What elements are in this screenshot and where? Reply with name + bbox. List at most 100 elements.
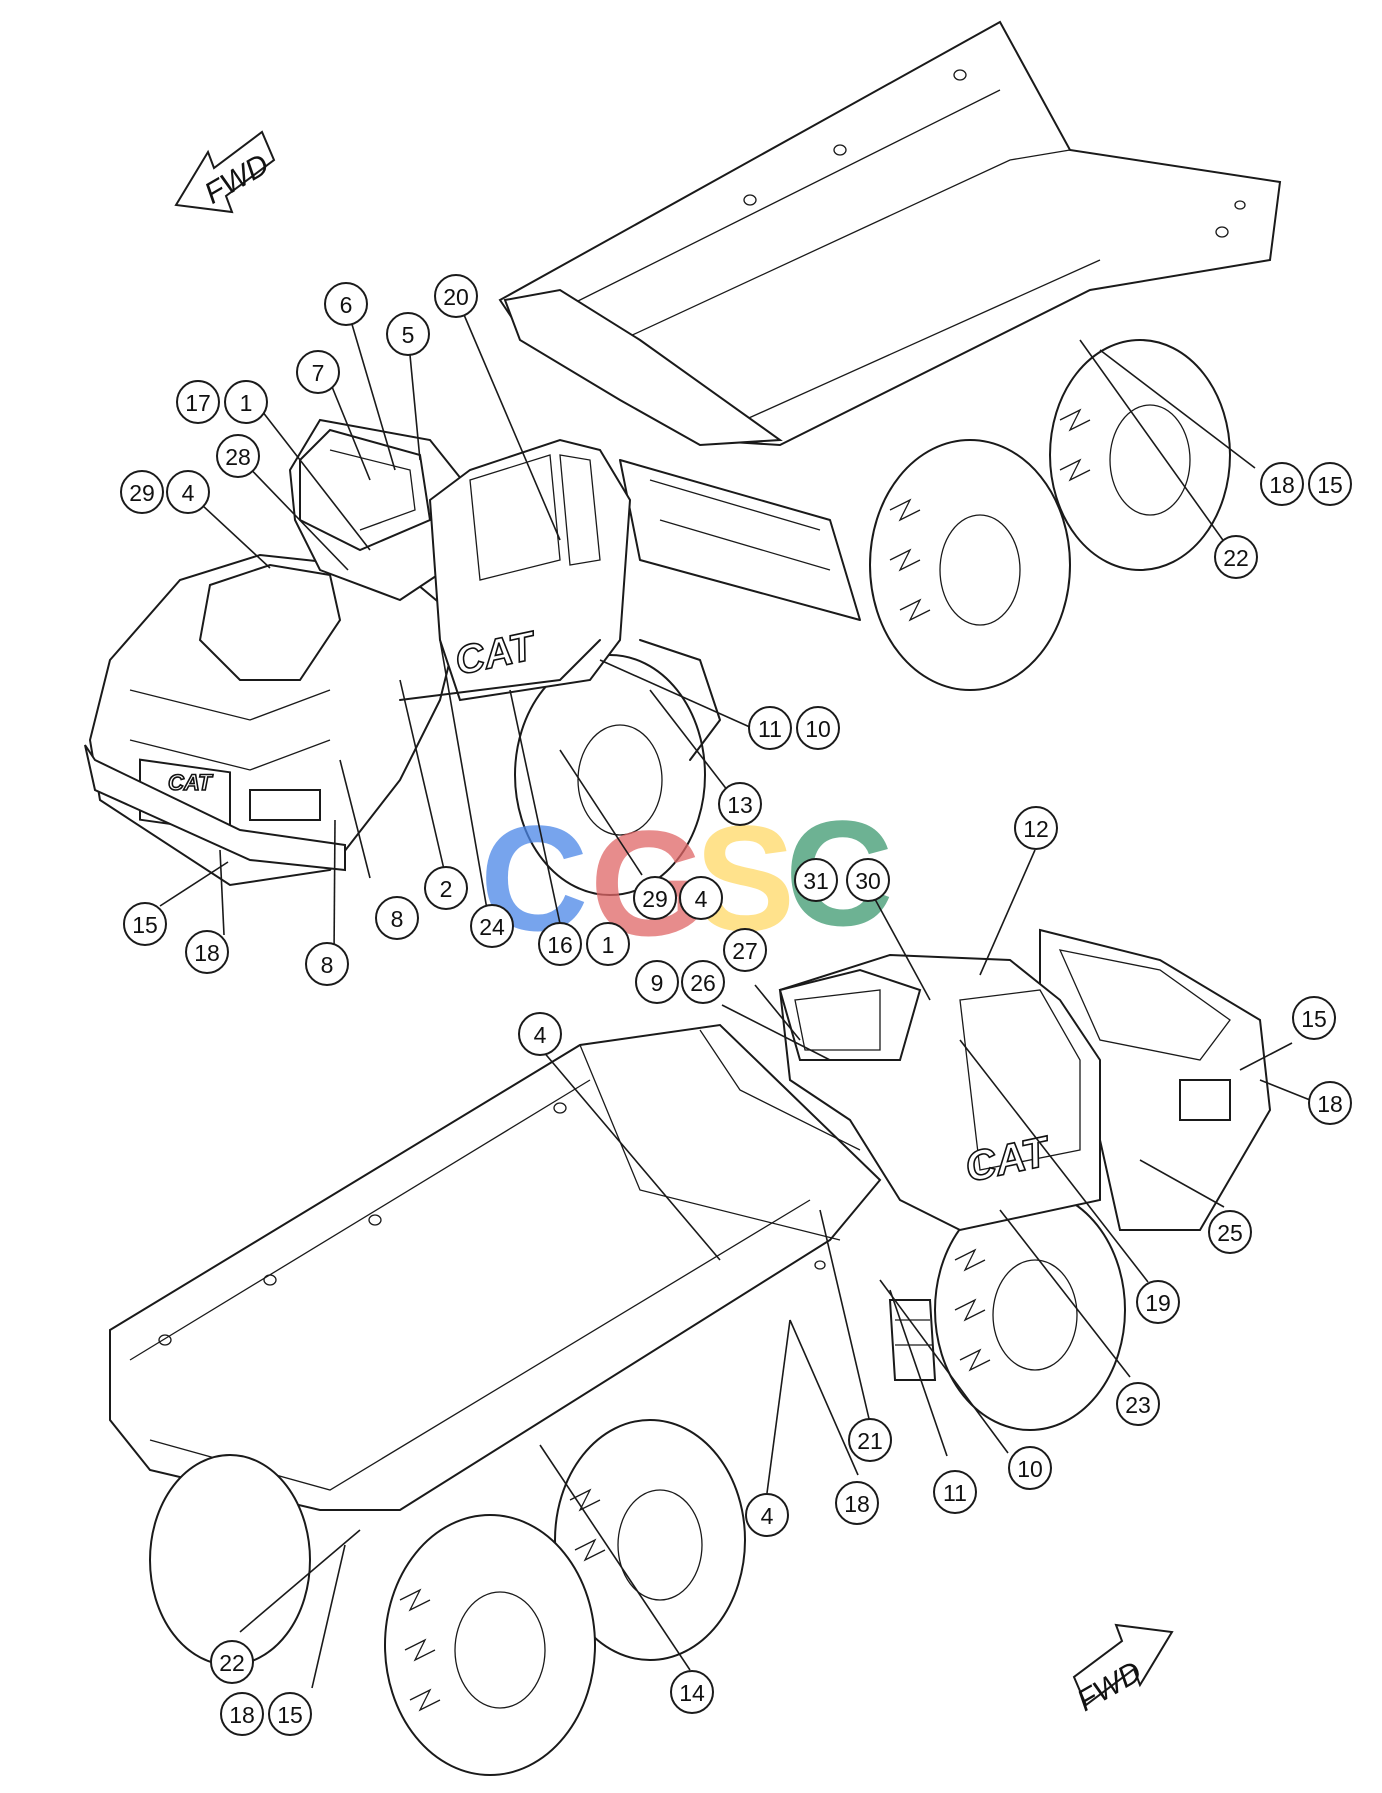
callout-c41: 18 — [835, 1481, 879, 1525]
callout-circle — [470, 904, 514, 948]
callout-c43: 22 — [210, 1640, 254, 1684]
callout-number: 1 — [602, 932, 615, 958]
callout-number: 10 — [805, 716, 831, 742]
callout-c23: 24 — [470, 904, 514, 948]
callout-circle — [718, 782, 762, 826]
callout-number: 22 — [219, 1650, 245, 1676]
callout-circle — [681, 960, 725, 1004]
leader-lines — [159, 295, 1311, 1689]
callout-number: 13 — [727, 792, 753, 818]
callout-number: 26 — [690, 970, 716, 996]
callout-circle — [375, 896, 419, 940]
callout-circle — [386, 312, 430, 356]
truck-top-grille-logo: CAT — [167, 769, 214, 796]
callout-c45: 15 — [268, 1692, 312, 1736]
callout-circle — [1136, 1280, 1180, 1324]
svg-text:CAT: CAT — [168, 770, 213, 795]
callout-number: 5 — [402, 322, 415, 348]
callout-circle — [1260, 462, 1304, 506]
callout-number: 4 — [761, 1503, 774, 1529]
callout-number: 4 — [534, 1022, 547, 1048]
callout-number: 14 — [679, 1680, 705, 1706]
callout-circle — [1308, 462, 1352, 506]
callout-c32: 15 — [1292, 996, 1336, 1040]
callout-c14: 10 — [796, 706, 840, 750]
truck-bottom: CAT — [109, 928, 1272, 1776]
callout-circle — [1008, 1446, 1052, 1490]
callout-c8: 29 — [120, 470, 164, 514]
callout-c34: 4 — [518, 1012, 562, 1056]
callout-c9: 4 — [166, 470, 210, 514]
callout-circle — [635, 960, 679, 1004]
callout-c33: 18 — [1308, 1081, 1352, 1125]
callout-number: 20 — [443, 284, 469, 310]
callout-number: 15 — [1317, 472, 1343, 498]
callout-number: 7 — [312, 360, 325, 386]
callout-c3: 5 — [386, 312, 430, 356]
truck-top-rear-wheel-1 — [1049, 339, 1231, 571]
callout-c42: 4 — [745, 1493, 789, 1537]
callout-circle — [123, 902, 167, 946]
callout-number: 21 — [857, 1428, 883, 1454]
callout-number: 8 — [321, 952, 334, 978]
callout-c40: 11 — [933, 1470, 977, 1514]
callout-circle — [224, 380, 268, 424]
callout-c2: 20 — [434, 274, 478, 318]
callout-circle — [679, 876, 723, 920]
callout-circle — [216, 434, 260, 478]
callout-c25: 1 — [586, 922, 630, 966]
callout-number: 29 — [129, 480, 155, 506]
callout-number: 6 — [340, 292, 353, 318]
callout-number: 18 — [194, 940, 220, 966]
callout-circle — [538, 922, 582, 966]
callout-circle — [745, 1493, 789, 1537]
callout-circle — [796, 706, 840, 750]
callout-number: 18 — [229, 1702, 255, 1728]
callout-number: 9 — [651, 970, 664, 996]
callout-circle — [210, 1640, 254, 1684]
callout-number: 22 — [1223, 545, 1249, 571]
callout-c16: 12 — [1014, 806, 1058, 850]
callout-number: 12 — [1023, 816, 1049, 842]
callout-c13: 11 — [748, 706, 792, 750]
callout-c1: 6 — [324, 282, 368, 326]
callout-circle — [1014, 806, 1058, 850]
callout-number: 17 — [185, 390, 211, 416]
callout-number: 4 — [695, 886, 708, 912]
callout-number: 16 — [547, 932, 573, 958]
callout-c39: 10 — [1008, 1446, 1052, 1490]
callout-circle — [633, 876, 677, 920]
callout-number: 10 — [1017, 1456, 1043, 1482]
callout-circle — [305, 942, 349, 986]
callout-circle — [1116, 1382, 1160, 1426]
callout-c27: 18 — [185, 930, 229, 974]
callout-number: 4 — [182, 480, 195, 506]
callout-c36: 19 — [1136, 1280, 1180, 1324]
callout-c15: 13 — [718, 782, 762, 826]
callout-circle — [723, 928, 767, 972]
callout-c30: 9 — [635, 960, 679, 1004]
callout-circle — [1214, 535, 1258, 579]
callout-c18: 30 — [846, 858, 890, 902]
callout-number: 15 — [277, 1702, 303, 1728]
callout-c26: 15 — [123, 902, 167, 946]
callout-c24: 16 — [538, 922, 582, 966]
callout-circle — [220, 1692, 264, 1736]
callout-c46: 14 — [670, 1670, 714, 1714]
callout-circle — [518, 1012, 562, 1056]
callout-c10: 18 — [1260, 462, 1304, 506]
callout-number: 25 — [1217, 1220, 1243, 1246]
callout-number: 2 — [440, 876, 453, 902]
callout-number: 18 — [844, 1491, 870, 1517]
callout-c31: 26 — [681, 960, 725, 1004]
fwd-arrow-bottom: FWD — [1072, 1623, 1174, 1718]
callout-circle — [176, 380, 220, 424]
callout-circle — [848, 1418, 892, 1462]
callout-number: 30 — [855, 868, 881, 894]
callout-circle — [1208, 1210, 1252, 1254]
callout-c6: 1 — [224, 380, 268, 424]
callout-c20: 4 — [679, 876, 723, 920]
callout-c12: 22 — [1214, 535, 1258, 579]
